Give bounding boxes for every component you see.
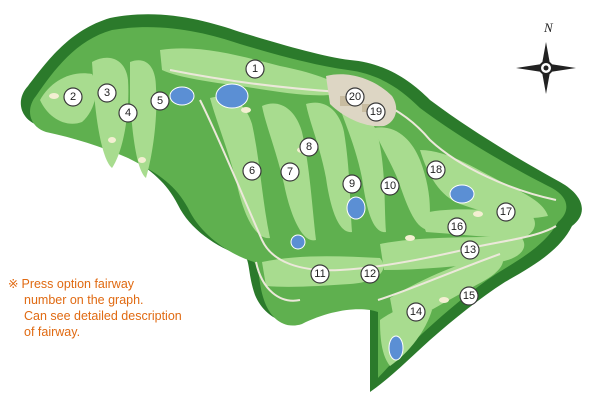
hole-12-label: 12 bbox=[364, 268, 376, 280]
hole-12-button[interactable]: 12 bbox=[360, 264, 380, 284]
hole-11-button[interactable]: 11 bbox=[310, 264, 330, 284]
instruction-line-1: ※Press option fairway bbox=[8, 277, 135, 291]
reference-mark: ※ bbox=[8, 277, 19, 291]
hole-6-label: 6 bbox=[249, 165, 255, 177]
hole-markers: 1 2 3 4 5 6 7 8 9 10 11 12 13 14 15 16 1… bbox=[63, 59, 516, 322]
hole-2-label: 2 bbox=[70, 91, 76, 103]
hole-14-button[interactable]: 14 bbox=[406, 302, 426, 322]
hole-3-label: 3 bbox=[104, 87, 110, 99]
hole-10-label: 10 bbox=[384, 180, 396, 192]
hole-20-button[interactable]: 20 bbox=[345, 87, 365, 107]
hole-19-label: 19 bbox=[370, 106, 382, 118]
hole-5-button[interactable]: 5 bbox=[150, 91, 170, 111]
hole-15-button[interactable]: 15 bbox=[459, 286, 479, 306]
instruction-line-4: of fairway. bbox=[24, 325, 81, 339]
hole-1-label: 1 bbox=[252, 63, 258, 75]
hole-2-button[interactable]: 2 bbox=[63, 87, 83, 107]
hole-9-button[interactable]: 9 bbox=[342, 174, 362, 194]
hole-18-button[interactable]: 18 bbox=[426, 160, 446, 180]
hole-13-button[interactable]: 13 bbox=[460, 240, 480, 260]
hole-4-label: 4 bbox=[125, 107, 131, 119]
hole-18-label: 18 bbox=[430, 164, 442, 176]
hole-7-label: 7 bbox=[287, 166, 293, 178]
hole-11-label: 11 bbox=[314, 268, 325, 280]
compass-rose-icon bbox=[516, 42, 576, 94]
hole-17-label: 17 bbox=[500, 206, 512, 218]
hole-9-label: 9 bbox=[349, 178, 355, 190]
hole-20-label: 20 bbox=[349, 91, 361, 103]
instruction-line-2: number on the graph. bbox=[24, 293, 144, 307]
hole-13-label: 13 bbox=[464, 244, 476, 256]
hole-8-label: 8 bbox=[306, 141, 312, 153]
hole-4-button[interactable]: 4 bbox=[118, 103, 138, 123]
compass-label: N bbox=[543, 20, 554, 35]
hole-1-button[interactable]: 1 bbox=[245, 59, 265, 79]
hole-14-label: 14 bbox=[410, 306, 422, 318]
hole-6-button[interactable]: 6 bbox=[242, 161, 262, 181]
hole-8-button[interactable]: 8 bbox=[299, 137, 319, 157]
hole-7-button[interactable]: 7 bbox=[280, 162, 300, 182]
sand-bunkers bbox=[49, 93, 483, 303]
instruction-line-3: Can see detailed description bbox=[24, 309, 182, 323]
hole-3-button[interactable]: 3 bbox=[97, 83, 117, 103]
hole-16-button[interactable]: 16 bbox=[447, 217, 467, 237]
instruction-note: ※Press option fairway number on the grap… bbox=[8, 276, 182, 340]
hole-19-button[interactable]: 19 bbox=[366, 102, 386, 122]
water-hazards bbox=[169, 83, 475, 361]
hole-5-label: 5 bbox=[157, 95, 163, 107]
hole-16-label: 16 bbox=[451, 221, 463, 233]
hole-17-button[interactable]: 17 bbox=[496, 202, 516, 222]
hole-10-button[interactable]: 10 bbox=[380, 176, 400, 196]
hole-15-label: 15 bbox=[463, 290, 475, 302]
